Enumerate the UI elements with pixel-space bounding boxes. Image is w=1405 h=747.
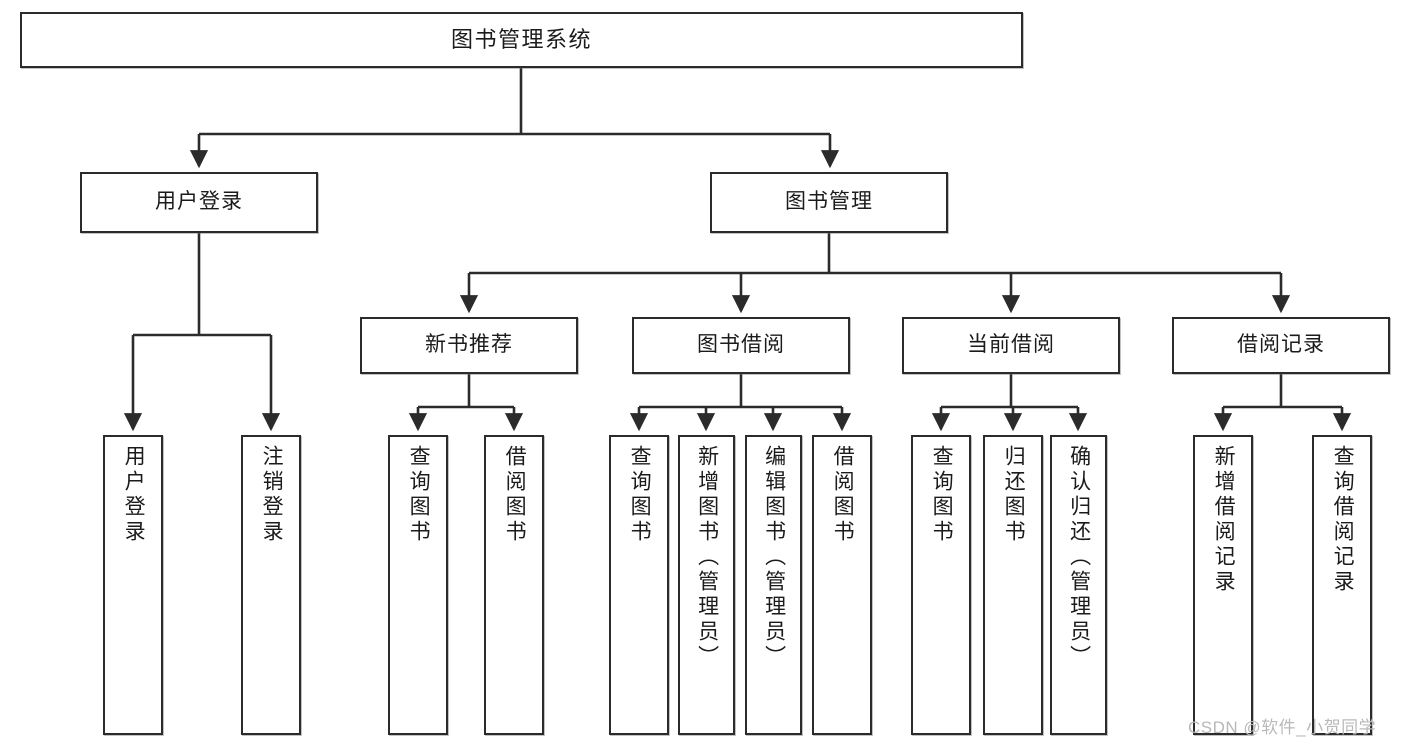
node-leaf-borrow-book-2-label: 借阅图书	[831, 445, 855, 545]
node-current-borrow[interactable]: 当前借阅	[902, 317, 1120, 374]
node-leaf-borrow-book-1-label: 借阅图书	[503, 445, 527, 545]
node-leaf-query-book-2-label: 查询图书	[628, 445, 652, 545]
node-leaf-query-book-2[interactable]: 查询图书	[609, 435, 669, 735]
node-root[interactable]: 图书管理系统	[20, 12, 1023, 68]
node-user-login-label: 用户登录	[155, 190, 243, 214]
node-root-label: 图书管理系统	[450, 27, 592, 53]
node-leaf-query-book-3-label: 查询图书	[930, 445, 954, 545]
node-leaf-edit-book-label: 编辑图书（管理员）	[762, 445, 786, 670]
node-book-manage[interactable]: 图书管理	[710, 172, 948, 233]
node-leaf-confirm-return[interactable]: 确认归还（管理员）	[1050, 435, 1107, 735]
node-book-borrow-label: 图书借阅	[697, 333, 785, 357]
node-borrow-record[interactable]: 借阅记录	[1172, 317, 1390, 374]
node-user-login[interactable]: 用户登录	[80, 172, 318, 233]
node-leaf-add-record[interactable]: 新增借阅记录	[1193, 435, 1253, 735]
node-borrow-record-label: 借阅记录	[1237, 333, 1325, 357]
node-leaf-query-record[interactable]: 查询借阅记录	[1312, 435, 1372, 735]
node-leaf-query-book-1-label: 查询图书	[407, 445, 431, 545]
node-leaf-logout-label: 注销登录	[260, 445, 284, 545]
node-book-manage-label: 图书管理	[785, 190, 873, 214]
node-leaf-logout[interactable]: 注销登录	[241, 435, 301, 735]
node-leaf-return-book-label: 归还图书	[1002, 445, 1026, 545]
node-new-book-rec[interactable]: 新书推荐	[360, 317, 578, 374]
node-current-borrow-label: 当前借阅	[967, 333, 1055, 357]
node-leaf-add-book[interactable]: 新增图书（管理员）	[678, 435, 735, 735]
node-new-book-rec-label: 新书推荐	[425, 333, 513, 357]
node-leaf-return-book[interactable]: 归还图书	[983, 435, 1043, 735]
csdn-watermark: CSDN @软件_小贺同学	[1188, 718, 1377, 737]
node-leaf-query-book-3[interactable]: 查询图书	[911, 435, 971, 735]
node-leaf-add-book-label: 新增图书（管理员）	[695, 445, 719, 670]
node-leaf-user-login-label: 用户登录	[122, 445, 146, 545]
node-leaf-query-record-label: 查询借阅记录	[1331, 445, 1355, 595]
node-leaf-confirm-return-label: 确认归还（管理员）	[1067, 445, 1091, 670]
node-leaf-borrow-book-1[interactable]: 借阅图书	[484, 435, 544, 735]
node-leaf-query-book-1[interactable]: 查询图书	[388, 435, 448, 735]
node-leaf-user-login[interactable]: 用户登录	[103, 435, 163, 735]
node-leaf-borrow-book-2[interactable]: 借阅图书	[812, 435, 872, 735]
node-book-borrow[interactable]: 图书借阅	[632, 317, 850, 374]
node-leaf-add-record-label: 新增借阅记录	[1212, 445, 1236, 595]
node-leaf-edit-book[interactable]: 编辑图书（管理员）	[745, 435, 802, 735]
